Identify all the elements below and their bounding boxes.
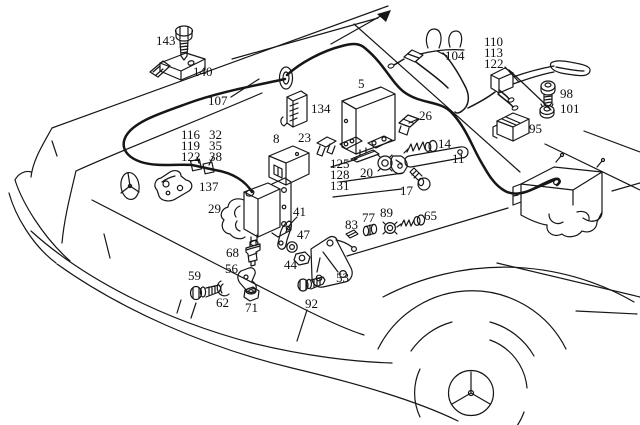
hood-star-icon bbox=[120, 171, 140, 201]
part-label-53: 53 bbox=[336, 270, 349, 285]
part-label-98: 98 bbox=[560, 86, 573, 101]
part-14-screw-icon bbox=[403, 139, 438, 154]
part-label-122a: 122 bbox=[181, 149, 201, 164]
part-label-14: 14 bbox=[438, 136, 451, 151]
part-label-125: 125 bbox=[330, 156, 350, 171]
part-17-bolt-icon bbox=[409, 167, 431, 191]
part-23-clip-icon bbox=[316, 136, 337, 157]
part-101-nut-icon bbox=[539, 103, 555, 119]
part-125-plate-icon bbox=[350, 149, 380, 163]
equipment-box-icon bbox=[512, 152, 606, 238]
wheel-star-icon bbox=[451, 371, 491, 405]
part-label-110: 110 bbox=[484, 34, 504, 49]
part-label-68: 68 bbox=[226, 245, 239, 260]
part-label-41: 41 bbox=[293, 204, 306, 219]
part-71-cap-nut-icon bbox=[243, 286, 260, 302]
part-20-grommet-icon bbox=[377, 154, 393, 172]
part-29-actuator-icon bbox=[220, 177, 292, 247]
part-8-relay-icon bbox=[268, 145, 310, 186]
part-5-control-unit-icon bbox=[339, 86, 396, 156]
part-label-83: 83 bbox=[345, 217, 358, 232]
part-label-23: 23 bbox=[298, 130, 311, 145]
part-92-bolt-icon bbox=[297, 276, 326, 292]
part-label-116: 116 bbox=[181, 127, 201, 142]
part-label-140: 140 bbox=[193, 64, 213, 79]
part-140-bracket-icon bbox=[149, 52, 206, 81]
direction-arrow-icon bbox=[377, 10, 391, 22]
part-26-clip-icon bbox=[398, 114, 420, 136]
part-label-95: 95 bbox=[529, 121, 542, 136]
part-label-113: 113 bbox=[484, 45, 504, 60]
part-134-connector-icon bbox=[280, 90, 308, 128]
part-label-77: 77 bbox=[362, 210, 375, 225]
part-label-143: 143 bbox=[156, 33, 176, 48]
part-137-bracket-icon bbox=[154, 170, 193, 202]
part-label-71: 71 bbox=[245, 300, 258, 315]
part-143-bolt-icon bbox=[174, 25, 194, 61]
harness-104-icon bbox=[403, 28, 465, 63]
part-label-128: 128 bbox=[330, 167, 350, 182]
part-label-20: 20 bbox=[360, 165, 373, 180]
part-label-122b: 122 bbox=[484, 56, 504, 71]
part-62-clip-icon bbox=[216, 280, 230, 297]
part-label-131: 131 bbox=[330, 178, 350, 193]
car-body-outline bbox=[8, 5, 640, 422]
control-cable bbox=[122, 42, 561, 195]
part-label-59: 59 bbox=[188, 268, 201, 283]
part-label-26: 26 bbox=[419, 108, 432, 123]
part-label-35: 35 bbox=[209, 138, 222, 153]
front-wheel bbox=[377, 266, 635, 425]
wiring-harness bbox=[387, 28, 519, 114]
part-83-pin-icon bbox=[345, 229, 359, 239]
part-label-56: 56 bbox=[225, 261, 238, 276]
part-65-bolt-icon bbox=[396, 214, 426, 228]
part-label-65: 65 bbox=[424, 208, 437, 223]
part-68-valve-icon bbox=[245, 239, 261, 267]
part-47-washer-icon bbox=[286, 241, 298, 253]
part-stalk-lever-icon bbox=[490, 60, 591, 94]
part-77-bushing-icon bbox=[362, 223, 378, 237]
part-label-119: 119 bbox=[181, 138, 201, 153]
part-label-47: 47 bbox=[297, 227, 310, 242]
firewall-grommet-icon bbox=[278, 66, 294, 90]
part-59-bolt-icon bbox=[189, 284, 222, 301]
part-label-101: 101 bbox=[560, 101, 580, 116]
part-label-107: 107 bbox=[208, 93, 228, 108]
part-label-11: 11 bbox=[452, 151, 465, 166]
part-label-44: 44 bbox=[284, 257, 297, 272]
part-label-104: 104 bbox=[445, 48, 465, 63]
part-53-bellcrank-icon bbox=[310, 235, 358, 288]
part-label-92: 92 bbox=[305, 296, 318, 311]
part-89-washer-icon bbox=[382, 221, 398, 235]
cable-connectors-icon bbox=[189, 158, 215, 175]
part-label-32: 32 bbox=[209, 127, 222, 142]
part-label-62: 62 bbox=[216, 295, 229, 310]
part-41-lever-icon bbox=[277, 220, 292, 250]
part-label-38: 38 bbox=[209, 149, 222, 164]
part-label-89: 89 bbox=[380, 205, 393, 220]
part-11-link-arm-icon bbox=[390, 146, 469, 175]
part-label-5: 5 bbox=[358, 76, 365, 91]
part-label-8: 8 bbox=[273, 131, 280, 146]
part-label-137: 137 bbox=[199, 179, 219, 194]
part-98-screw-icon bbox=[540, 80, 556, 108]
part-44-nut-icon bbox=[293, 251, 311, 266]
part-label-134: 134 bbox=[311, 101, 331, 116]
part-label-29: 29 bbox=[208, 201, 221, 216]
part-95-connector-icon bbox=[492, 112, 530, 142]
part-label-17: 17 bbox=[400, 183, 413, 198]
